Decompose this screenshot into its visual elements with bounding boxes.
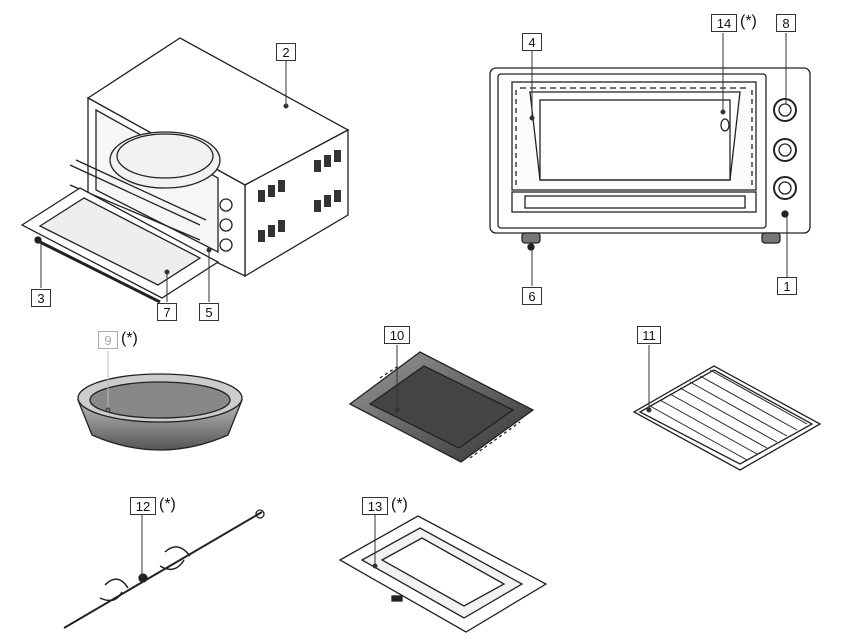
callout-6: 6 xyxy=(522,287,542,305)
oven-front-view xyxy=(489,67,811,251)
callout-1: 1 xyxy=(777,277,797,295)
baking-tray xyxy=(348,351,535,463)
callout-4: 4 xyxy=(522,33,542,51)
callout-11: 11 xyxy=(637,326,661,344)
optional-mark-13: (*) xyxy=(391,496,408,513)
optional-mark-14: (*) xyxy=(740,13,757,30)
callout-9: 9 xyxy=(98,331,118,349)
callout-5: 5 xyxy=(199,303,219,321)
pizza-pan xyxy=(77,373,243,451)
callout-14: 14 xyxy=(711,14,737,32)
crumb-tray xyxy=(338,515,548,633)
leader-lines xyxy=(40,33,788,578)
oven-perspective-view xyxy=(20,37,350,304)
callout-10: 10 xyxy=(384,326,410,344)
callout-12: 12 xyxy=(130,497,156,515)
callout-8: 8 xyxy=(776,14,796,32)
callout-13: 13 xyxy=(362,497,388,515)
optional-mark-9: (*) xyxy=(121,330,138,347)
wire-rack xyxy=(632,365,822,471)
callout-2: 2 xyxy=(276,43,296,61)
rotisserie-spit xyxy=(63,509,265,629)
optional-mark-12: (*) xyxy=(159,496,176,513)
callout-3: 3 xyxy=(31,289,51,307)
callout-7: 7 xyxy=(157,303,177,321)
